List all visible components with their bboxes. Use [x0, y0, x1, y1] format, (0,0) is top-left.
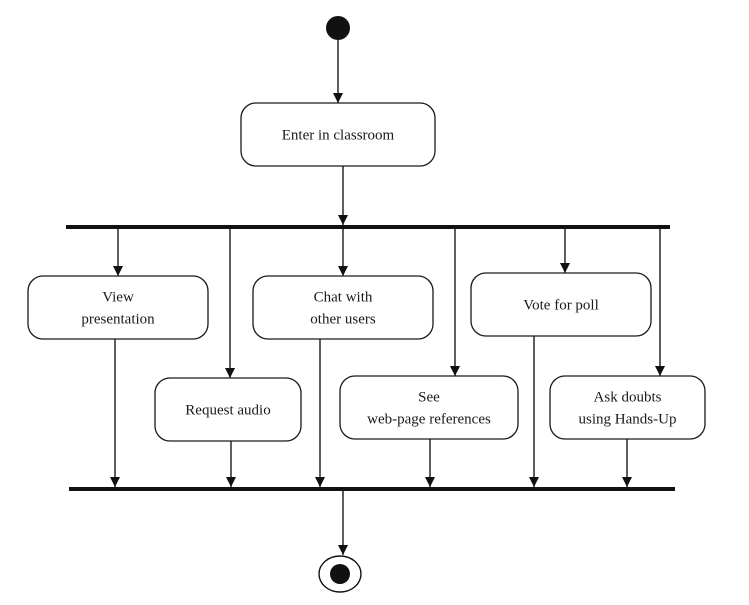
action-box — [154, 377, 302, 442]
edges-layer — [110, 40, 665, 555]
action-label: presentation — [81, 312, 155, 328]
final-node-dot — [330, 564, 350, 584]
action-box — [240, 102, 436, 167]
action-label: See — [418, 390, 440, 406]
action-label: other users — [310, 312, 376, 328]
action-node-poll: Vote for poll — [470, 272, 652, 337]
action-node-chat: Chat with other users — [252, 275, 434, 340]
action-box — [339, 375, 519, 440]
initial-node — [326, 16, 350, 40]
action-label: Enter in classroom — [282, 128, 395, 144]
action-label: Chat with — [314, 290, 373, 306]
action-node-web: See web-page references — [339, 375, 519, 440]
action-node-enter: Enter in classroom — [240, 102, 436, 167]
action-node-doubts: Ask doubts using Hands-Up — [549, 375, 706, 440]
action-label: Vote for poll — [523, 298, 599, 314]
action-node-audio: Request audio — [154, 377, 302, 442]
action-label: Request audio — [185, 403, 270, 419]
action-box — [549, 375, 706, 440]
action-label: Ask doubts — [594, 390, 662, 406]
action-label: web-page references — [367, 412, 491, 428]
action-label: using Hands-Up — [579, 412, 677, 428]
action-node-view: View presentation — [27, 275, 209, 340]
action-box — [27, 275, 209, 340]
final-node — [318, 555, 362, 593]
action-label: View — [102, 290, 134, 306]
action-box — [470, 272, 652, 337]
action-box — [252, 275, 434, 340]
